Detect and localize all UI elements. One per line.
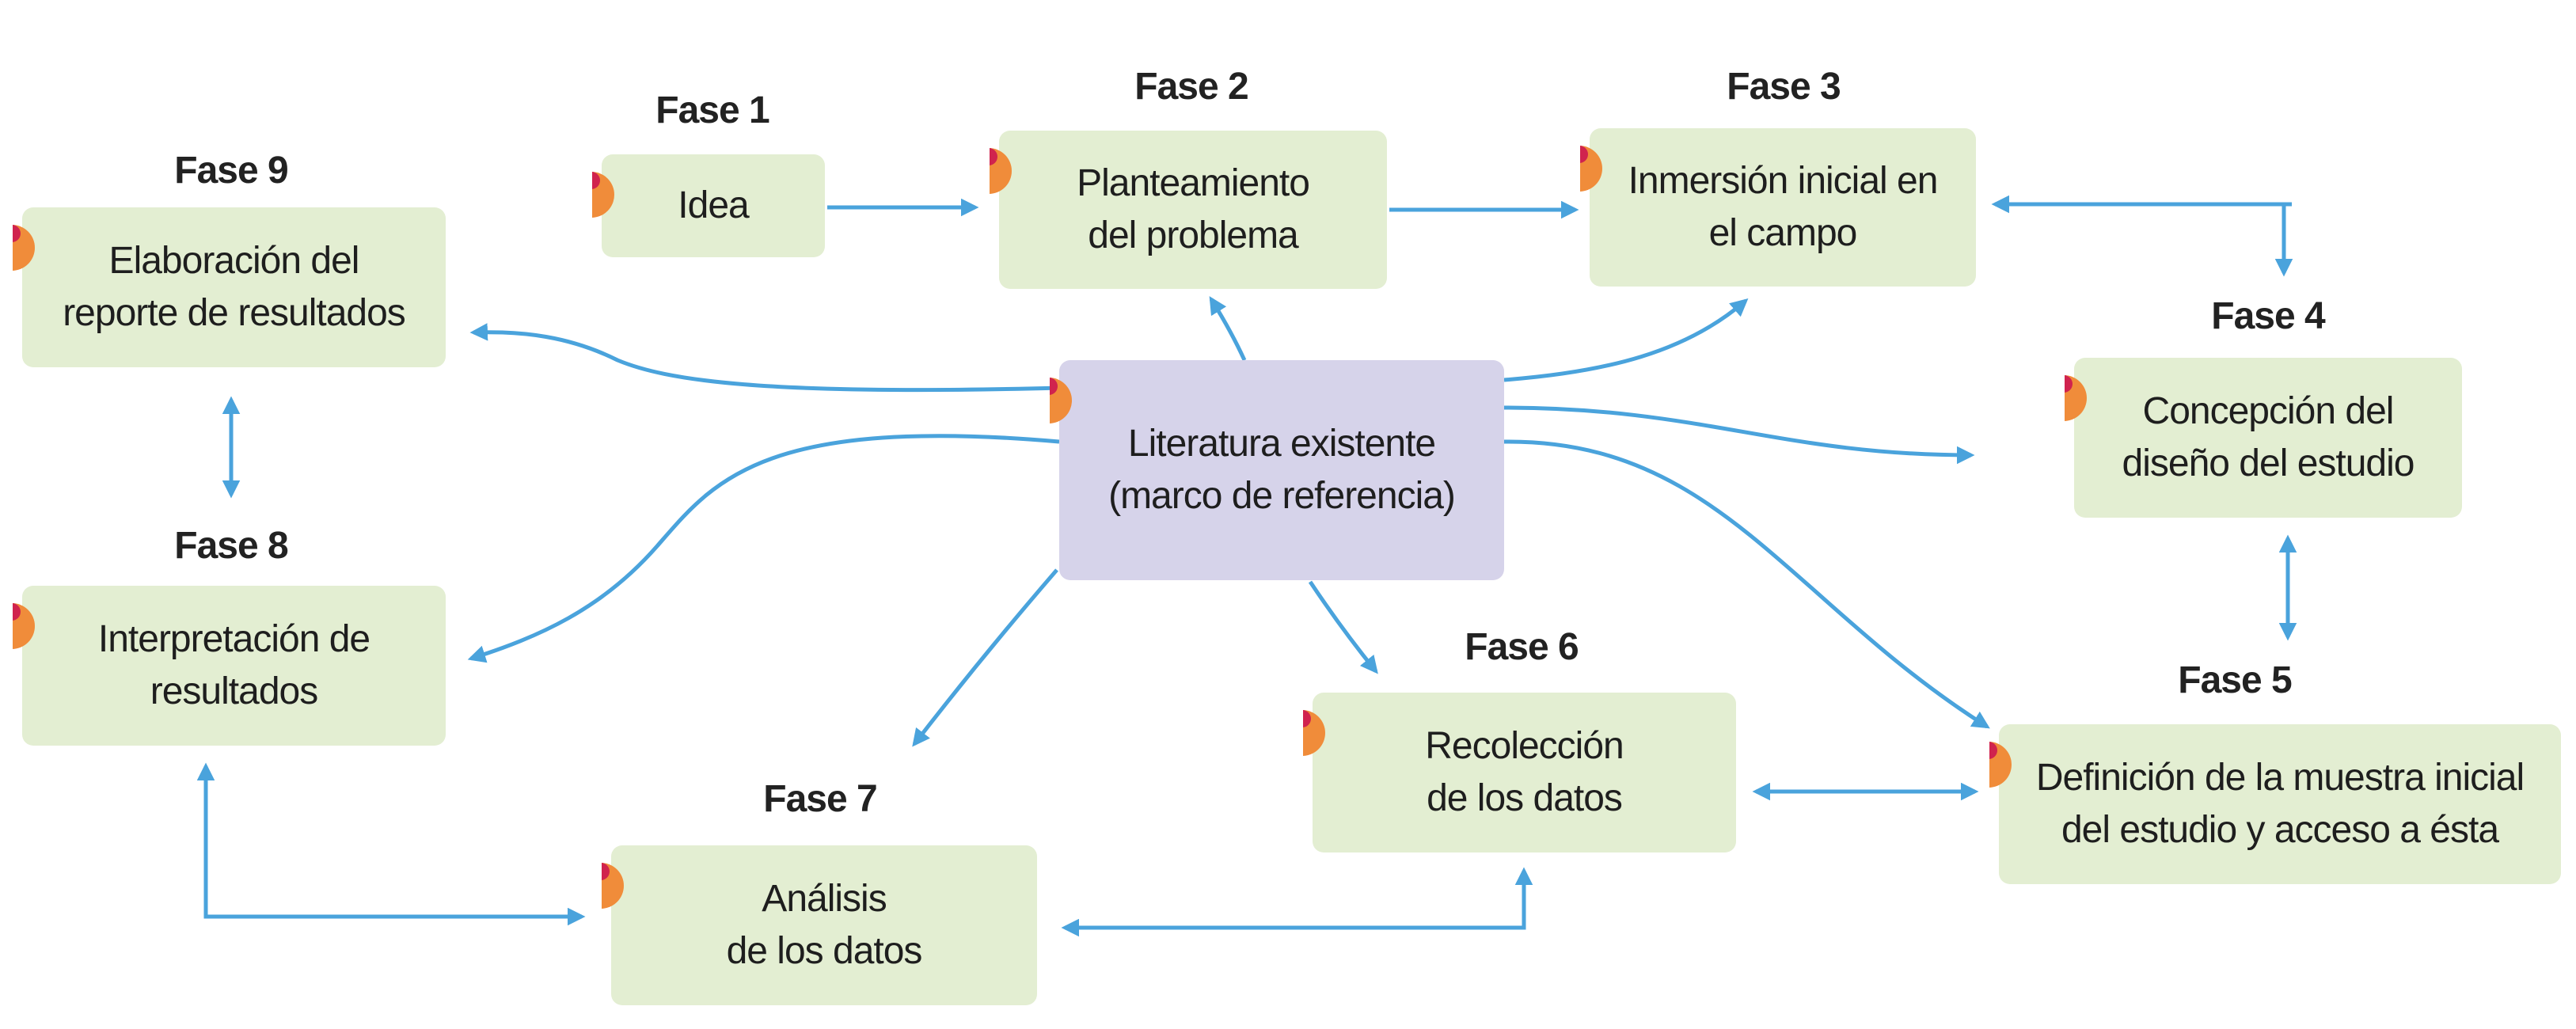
fase4-label: Fase 4 (2211, 295, 2325, 337)
literature-box: Literatura existente (marco de referenci… (1050, 360, 1504, 580)
arrow-lit-to-fase8 (467, 434, 1060, 663)
arrow-fase7-fase8 (196, 762, 586, 926)
fase9-text: Elaboración del reporte de resultados (63, 240, 406, 334)
fase8-label: Fase 8 (174, 525, 288, 567)
fase3-label: Fase 3 (1727, 66, 1841, 108)
fase7-label: Fase 7 (763, 778, 877, 820)
arrow-fase3-fase4 (1995, 202, 2292, 273)
fase5-text: Definición de la muestra inicial del est… (2035, 757, 2525, 851)
arrow-lit-to-fase2 (1209, 296, 1247, 362)
fase9-box: Elaboración del reporte de resultados (13, 207, 446, 367)
fase1-text: Idea (678, 184, 749, 226)
fase1-box: Idea (592, 154, 825, 257)
corner-marker-icon (990, 148, 1021, 194)
arrow-lit-to-fase9 (469, 323, 1060, 393)
fase9-label: Fase 9 (174, 150, 288, 192)
literature-text: Literatura existente (marco de referenci… (1108, 423, 1456, 517)
fase5-label: Fase 5 (2178, 659, 2292, 701)
fase4-text: Concepción del diseño del estudio (2122, 390, 2415, 484)
fase2-box: Planteamiento del problema (990, 131, 1387, 289)
fase2-text: Planteamiento del problema (1077, 162, 1310, 256)
fase8-box: Interpretación de resultados (13, 586, 446, 746)
fase6-box: Recolección de los datos (1303, 693, 1736, 852)
arrow-lit-to-fase5 (1503, 439, 1990, 729)
fase6-text: Recolección de los datos (1425, 725, 1624, 819)
corner-marker-icon (602, 863, 633, 909)
arrow-lit-to-fase7 (912, 568, 1058, 747)
corner-marker-icon (592, 172, 624, 218)
fase3-text: Inmersión inicial en el campo (1628, 160, 1939, 254)
corner-marker-icon (1303, 710, 1335, 756)
corner-marker-icon (13, 225, 44, 271)
fase6-label: Fase 6 (1465, 626, 1579, 668)
fase1-label: Fase 1 (655, 89, 769, 131)
corner-marker-icon (1050, 378, 1081, 423)
fase5-box: Definición de la muestra inicial del est… (1989, 724, 2561, 884)
corner-marker-icon (1989, 742, 2021, 788)
corner-marker-icon (13, 603, 44, 649)
fase8-text: Interpretación de resultados (97, 618, 370, 712)
fase4-box: Concepción del diseño del estudio (2065, 358, 2462, 518)
fase3-box: Inmersión inicial en el campo (1580, 128, 1976, 287)
fase7-text: Análisis de los datos (726, 878, 923, 972)
corner-marker-icon (1580, 146, 1612, 192)
corner-marker-icon (2065, 375, 2096, 421)
fase7-box: Análisis de los datos (602, 845, 1037, 1005)
fase2-label: Fase 2 (1134, 66, 1248, 108)
arrow-lit-to-fase3 (1503, 298, 1749, 382)
arrow-lit-to-fase6 (1308, 580, 1378, 674)
arrow-lit-to-fase4 (1503, 405, 1975, 465)
arrow-fase6-fase7 (1061, 867, 1533, 937)
